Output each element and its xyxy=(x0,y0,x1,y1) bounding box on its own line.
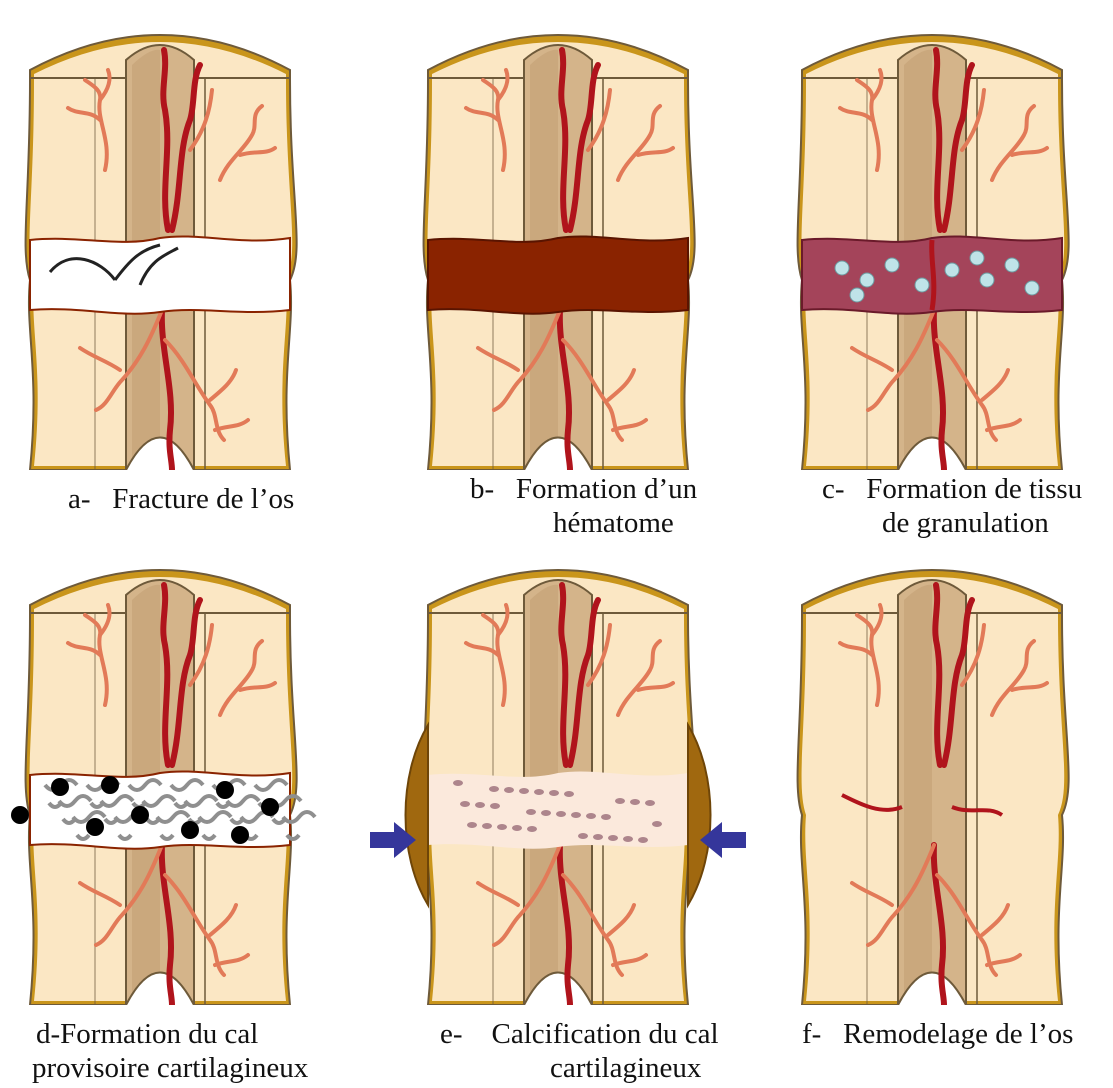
stage-panel-e xyxy=(398,545,718,1085)
granulation-cell xyxy=(945,263,959,277)
calcium-deposit xyxy=(490,803,500,809)
calcium-deposit xyxy=(549,790,559,796)
caption-d-prefix: d- xyxy=(36,1018,60,1050)
chondrocyte xyxy=(11,806,29,824)
fracture-gap xyxy=(30,236,290,313)
arrow-right-icon xyxy=(370,822,418,858)
calcium-deposit xyxy=(489,786,499,792)
calcium-deposit xyxy=(482,823,492,829)
bone-diagram-fracture xyxy=(0,10,320,470)
chondrocyte xyxy=(216,781,234,799)
calcium-deposit xyxy=(571,812,581,818)
caption-b: b- Formation d’un hématome xyxy=(470,472,697,540)
bone-group xyxy=(424,35,695,470)
calcium-deposit xyxy=(467,822,477,828)
bone-group xyxy=(406,570,711,1005)
calcium-deposit xyxy=(497,824,507,830)
caption-a: a- Fracture de l’os xyxy=(68,482,294,516)
calcium-deposit xyxy=(652,821,662,827)
caption-b-line1: Formation d’un xyxy=(516,473,697,505)
calcium-deposit xyxy=(541,810,551,816)
caption-f-prefix: f- xyxy=(802,1018,821,1050)
granulation-cell xyxy=(1005,258,1019,272)
bone-diagram-granulation xyxy=(772,10,1092,470)
granulation-cell xyxy=(835,261,849,275)
caption-b-prefix: b- xyxy=(470,473,494,505)
caption-e-line2: cartilagineux xyxy=(550,1052,701,1084)
hematoma xyxy=(428,236,688,313)
bone-diagram-remodel xyxy=(772,545,1092,1005)
stage-panel-b xyxy=(398,10,718,550)
chondrocyte xyxy=(231,826,249,844)
calcium-deposit xyxy=(527,826,537,832)
calcium-deposit xyxy=(638,837,648,843)
calcifying-callus xyxy=(428,771,688,848)
calcium-deposit xyxy=(453,780,463,786)
caption-c-prefix: c- xyxy=(822,473,845,505)
calcium-deposit xyxy=(564,791,574,797)
calcium-deposit xyxy=(601,814,611,820)
calcium-deposit xyxy=(630,799,640,805)
calcium-deposit xyxy=(475,802,485,808)
calcium-deposit xyxy=(534,789,544,795)
caption-d: d-Formation du cal provisoire cartilagin… xyxy=(36,1017,308,1085)
granulation-cell xyxy=(980,273,994,287)
granulation-cell xyxy=(885,258,899,272)
calcium-deposit xyxy=(504,787,514,793)
chondrocyte xyxy=(131,806,149,824)
caption-e: e- Calcification du cal cartilagineux xyxy=(440,1017,719,1085)
chondrocyte xyxy=(181,821,199,839)
caption-d-line1: Formation du cal xyxy=(60,1018,258,1050)
calcium-deposit xyxy=(593,834,603,840)
caption-c-line1: Formation de tissu xyxy=(866,473,1082,505)
calcium-deposit xyxy=(460,801,470,807)
granulation-cell xyxy=(915,278,929,292)
stage-panel-f xyxy=(772,545,1092,1085)
stage-panel-d xyxy=(0,545,320,1085)
calcium-deposit xyxy=(586,813,596,819)
calcium-deposit xyxy=(623,836,633,842)
marrow-shade xyxy=(904,585,932,1005)
granulation-cell xyxy=(860,273,874,287)
bone-diagram-cartilage xyxy=(0,545,320,1005)
granulation-cell xyxy=(1025,281,1039,295)
bone-diagram-hematoma xyxy=(398,10,718,470)
chondrocyte xyxy=(101,776,119,794)
stage-panel-c xyxy=(772,10,1092,550)
bone-group xyxy=(798,570,1069,1005)
calcium-deposit xyxy=(645,800,655,806)
calcium-deposit xyxy=(615,798,625,804)
granulation-cell xyxy=(970,251,984,265)
bone-group xyxy=(11,570,315,1005)
chondrocyte xyxy=(261,798,279,816)
chondrocyte xyxy=(51,778,69,796)
new-vessel xyxy=(932,240,934,310)
granulation-cell xyxy=(850,288,864,302)
caption-a-line1: Fracture de l’os xyxy=(112,483,294,515)
chondrocyte xyxy=(86,818,104,836)
caption-b-line2: hématome xyxy=(553,507,674,539)
external-callus-right xyxy=(688,725,711,905)
caption-c-line2: de granulation xyxy=(882,507,1049,539)
calcium-deposit xyxy=(578,833,588,839)
calcium-deposit xyxy=(556,811,566,817)
external-callus-left xyxy=(406,725,429,905)
caption-f-line1: Remodelage de l’os xyxy=(843,1018,1073,1050)
calcium-deposit xyxy=(608,835,618,841)
arrow-left-icon xyxy=(698,822,746,858)
stage-panel-a xyxy=(0,10,320,550)
calcium-deposit xyxy=(519,788,529,794)
bone-group xyxy=(798,35,1069,470)
caption-f: f- Remodelage de l’os xyxy=(802,1017,1073,1051)
caption-e-prefix: e- xyxy=(440,1018,463,1050)
caption-d-line2: provisoire cartilagineux xyxy=(32,1052,308,1084)
calcium-deposit xyxy=(526,809,536,815)
bone-group xyxy=(26,35,297,470)
caption-c: c- Formation de tissu de granulation xyxy=(822,472,1082,540)
caption-e-line1: Calcification du cal xyxy=(492,1018,719,1050)
calcium-deposit xyxy=(512,825,522,831)
caption-a-prefix: a- xyxy=(68,483,91,515)
bone-diagram-calcification xyxy=(398,545,718,1005)
